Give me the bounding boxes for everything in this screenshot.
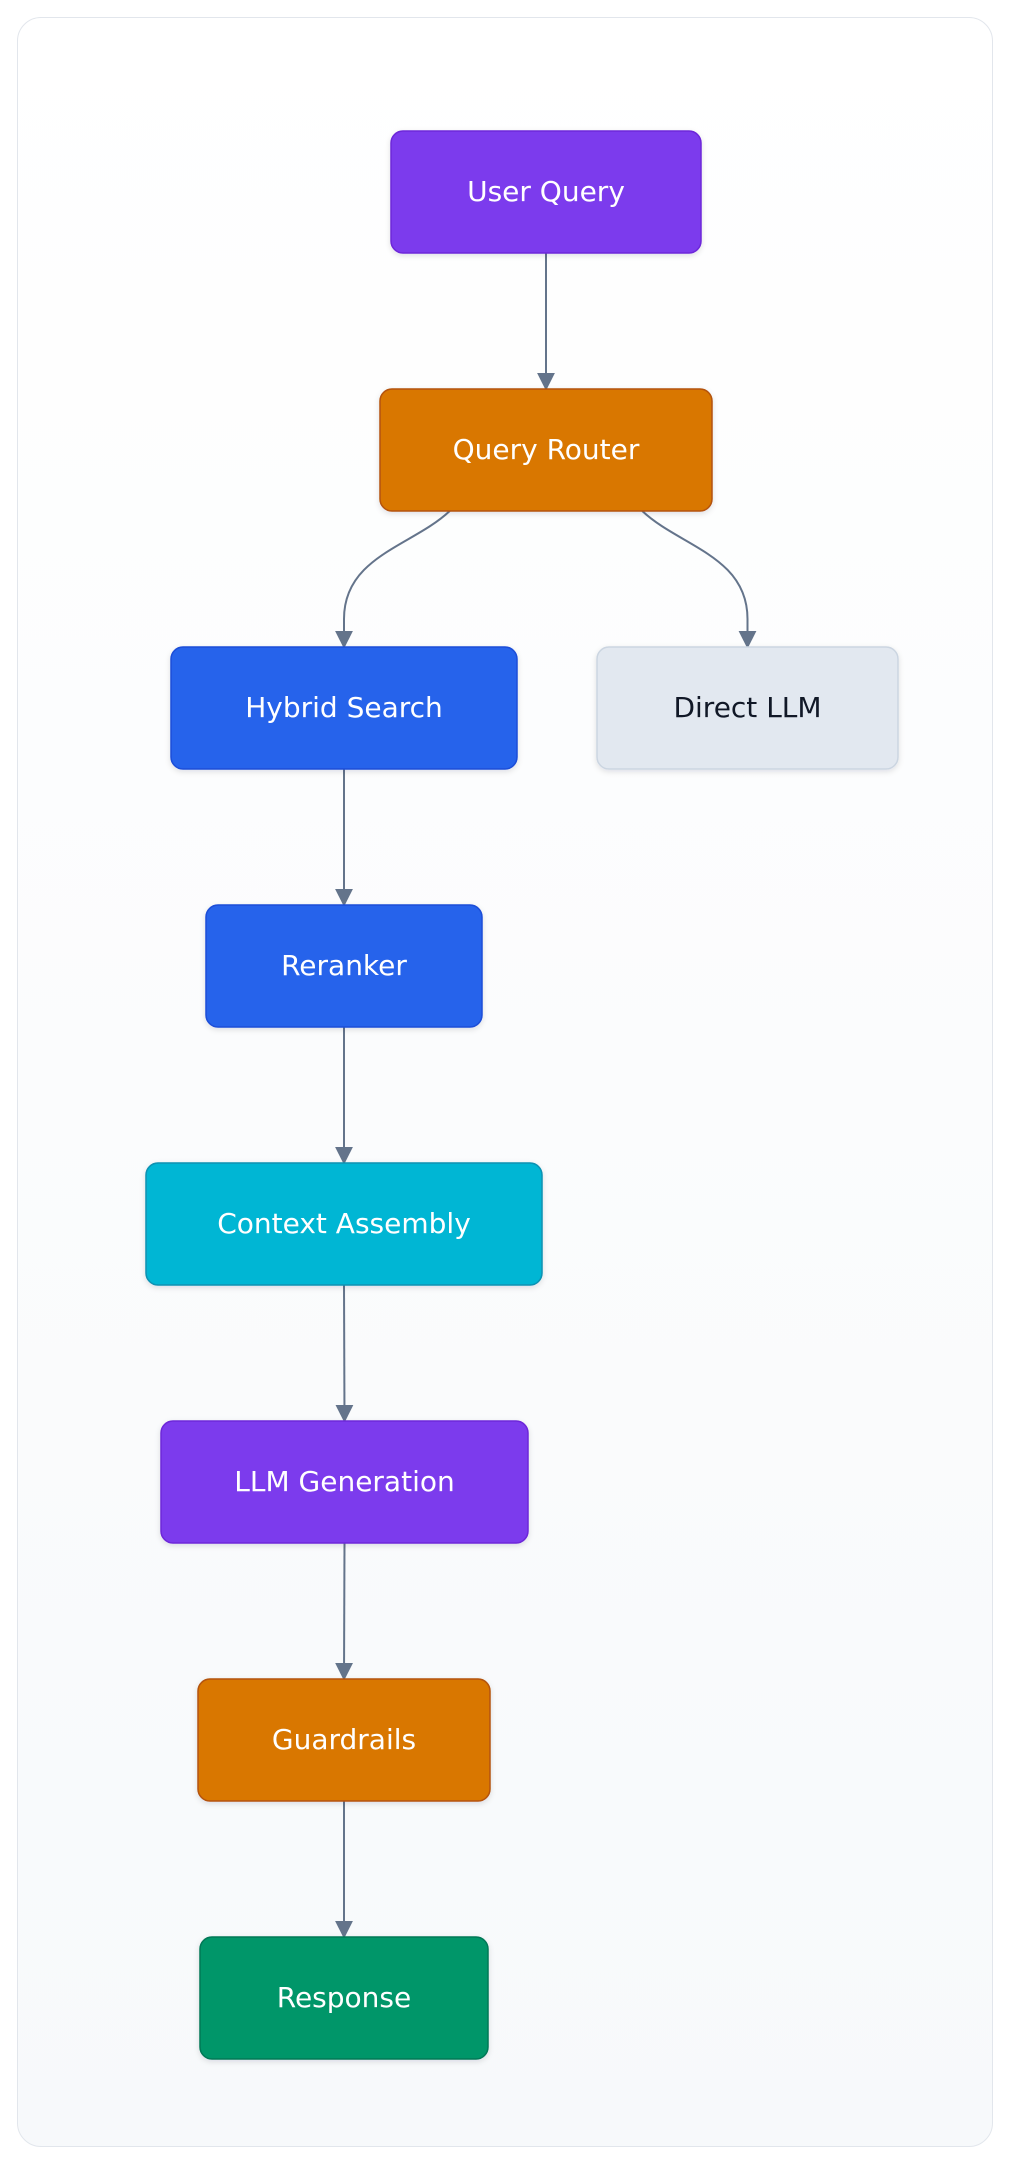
node-direct-llm-label: Direct LLM — [673, 691, 821, 724]
node-guardrails-label: Guardrails — [272, 1723, 416, 1756]
node-context-assembly: Context Assembly — [145, 1162, 543, 1286]
node-hybrid-search: Hybrid Search — [170, 646, 518, 770]
node-response: Response — [199, 1936, 489, 2060]
node-direct-llm-box — [596, 646, 899, 770]
node-context-assembly-box — [145, 1162, 543, 1286]
edge-query-router-to-direct-llm — [641, 510, 757, 649]
node-hybrid-search-box — [170, 646, 518, 770]
edge-query-router-to-hybrid-search — [335, 510, 451, 649]
edge-context-assembly-to-llm-generation — [335, 1284, 354, 1423]
diagram-card — [17, 17, 993, 2147]
node-context-assembly-label: Context Assembly — [217, 1207, 471, 1240]
node-llm-generation-label: LLM Generation — [234, 1465, 454, 1498]
node-response-box — [199, 1936, 489, 2060]
edge-llm-generation-to-guardrails — [335, 1542, 354, 1681]
node-user-query: User Query — [390, 130, 702, 254]
node-query-router-label: Query Router — [453, 433, 640, 466]
node-reranker: Reranker — [205, 904, 483, 1028]
node-user-query-label: User Query — [467, 175, 625, 208]
node-reranker-label: Reranker — [281, 949, 407, 982]
node-llm-generation: LLM Generation — [160, 1420, 529, 1544]
node-llm-generation-box — [160, 1420, 529, 1544]
node-guardrails-box — [197, 1678, 491, 1802]
node-reranker-box — [205, 904, 483, 1028]
node-user-query-box — [390, 130, 702, 254]
node-guardrails: Guardrails — [197, 1678, 491, 1802]
node-query-router-box — [379, 388, 713, 512]
node-query-router: Query Router — [379, 388, 713, 512]
node-hybrid-search-label: Hybrid Search — [245, 691, 443, 724]
node-response-label: Response — [277, 1981, 411, 2014]
node-direct-llm: Direct LLM — [596, 646, 899, 770]
